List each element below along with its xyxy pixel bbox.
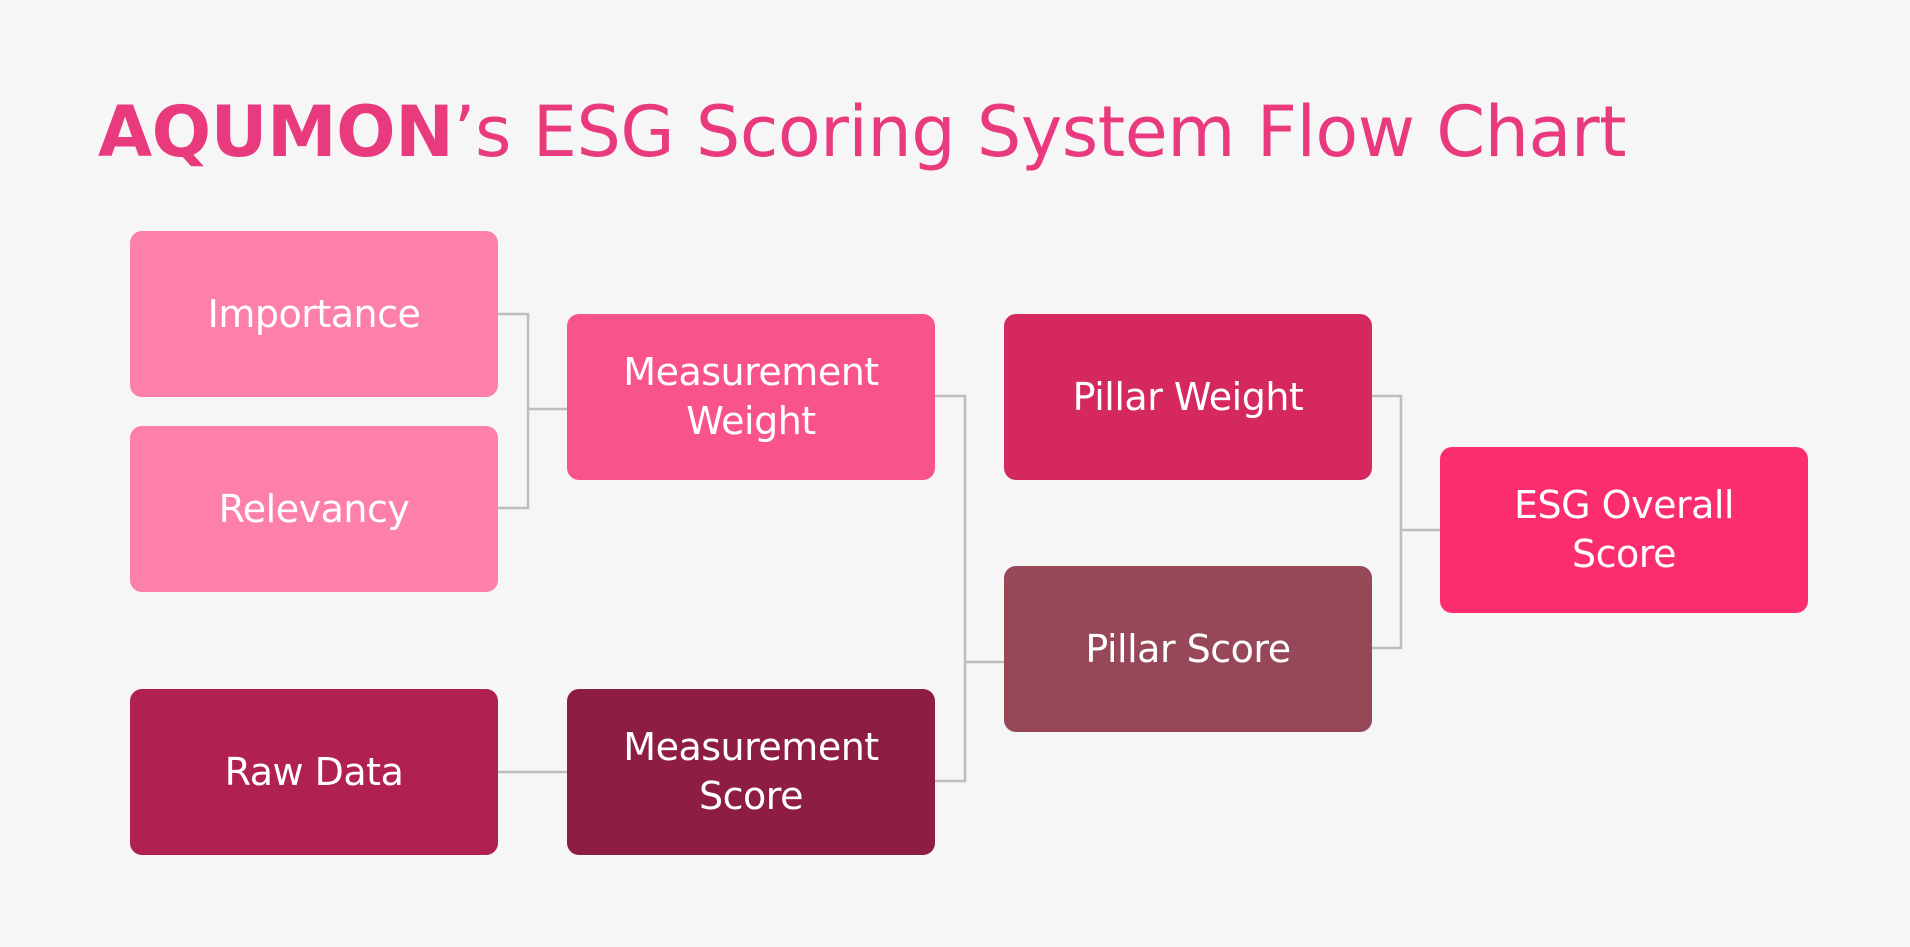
node-pillar-weight: Pillar Weight — [1004, 314, 1372, 480]
node-pillar-score-label: Pillar Score — [1085, 626, 1291, 671]
connector-importance-relevancy-to-measurement-weight — [498, 312, 567, 510]
title-brand: AQUMON — [98, 91, 454, 173]
node-esg-overall-score-label: ESG Overall Score — [1514, 483, 1734, 576]
node-pillar-weight-label: Pillar Weight — [1072, 374, 1304, 419]
connector-measurements-to-pillar-score — [934, 394, 1004, 783]
node-importance: Importance — [130, 231, 498, 397]
node-pillar-score: Pillar Score — [1004, 566, 1372, 732]
page-title: AQUMON’s ESG Scoring System Flow Chart — [98, 82, 1627, 182]
node-measurement-weight-label: Measurement Weight — [623, 350, 879, 443]
title-rest: ’s ESG Scoring System Flow Chart — [453, 91, 1627, 173]
node-raw-data-label: Raw Data — [224, 749, 404, 794]
node-importance-label: Importance — [207, 291, 421, 336]
node-raw-data: Raw Data — [130, 689, 498, 855]
node-measurement-score-label: Measurement Score — [623, 725, 879, 818]
node-relevancy-label: Relevancy — [218, 486, 410, 531]
node-relevancy: Relevancy — [130, 426, 498, 592]
node-measurement-weight: Measurement Weight — [567, 314, 935, 480]
node-measurement-score: Measurement Score — [567, 689, 935, 855]
connector-pillars-to-esg-overall-score — [1370, 394, 1440, 650]
node-esg-overall-score: ESG Overall Score — [1440, 447, 1808, 613]
